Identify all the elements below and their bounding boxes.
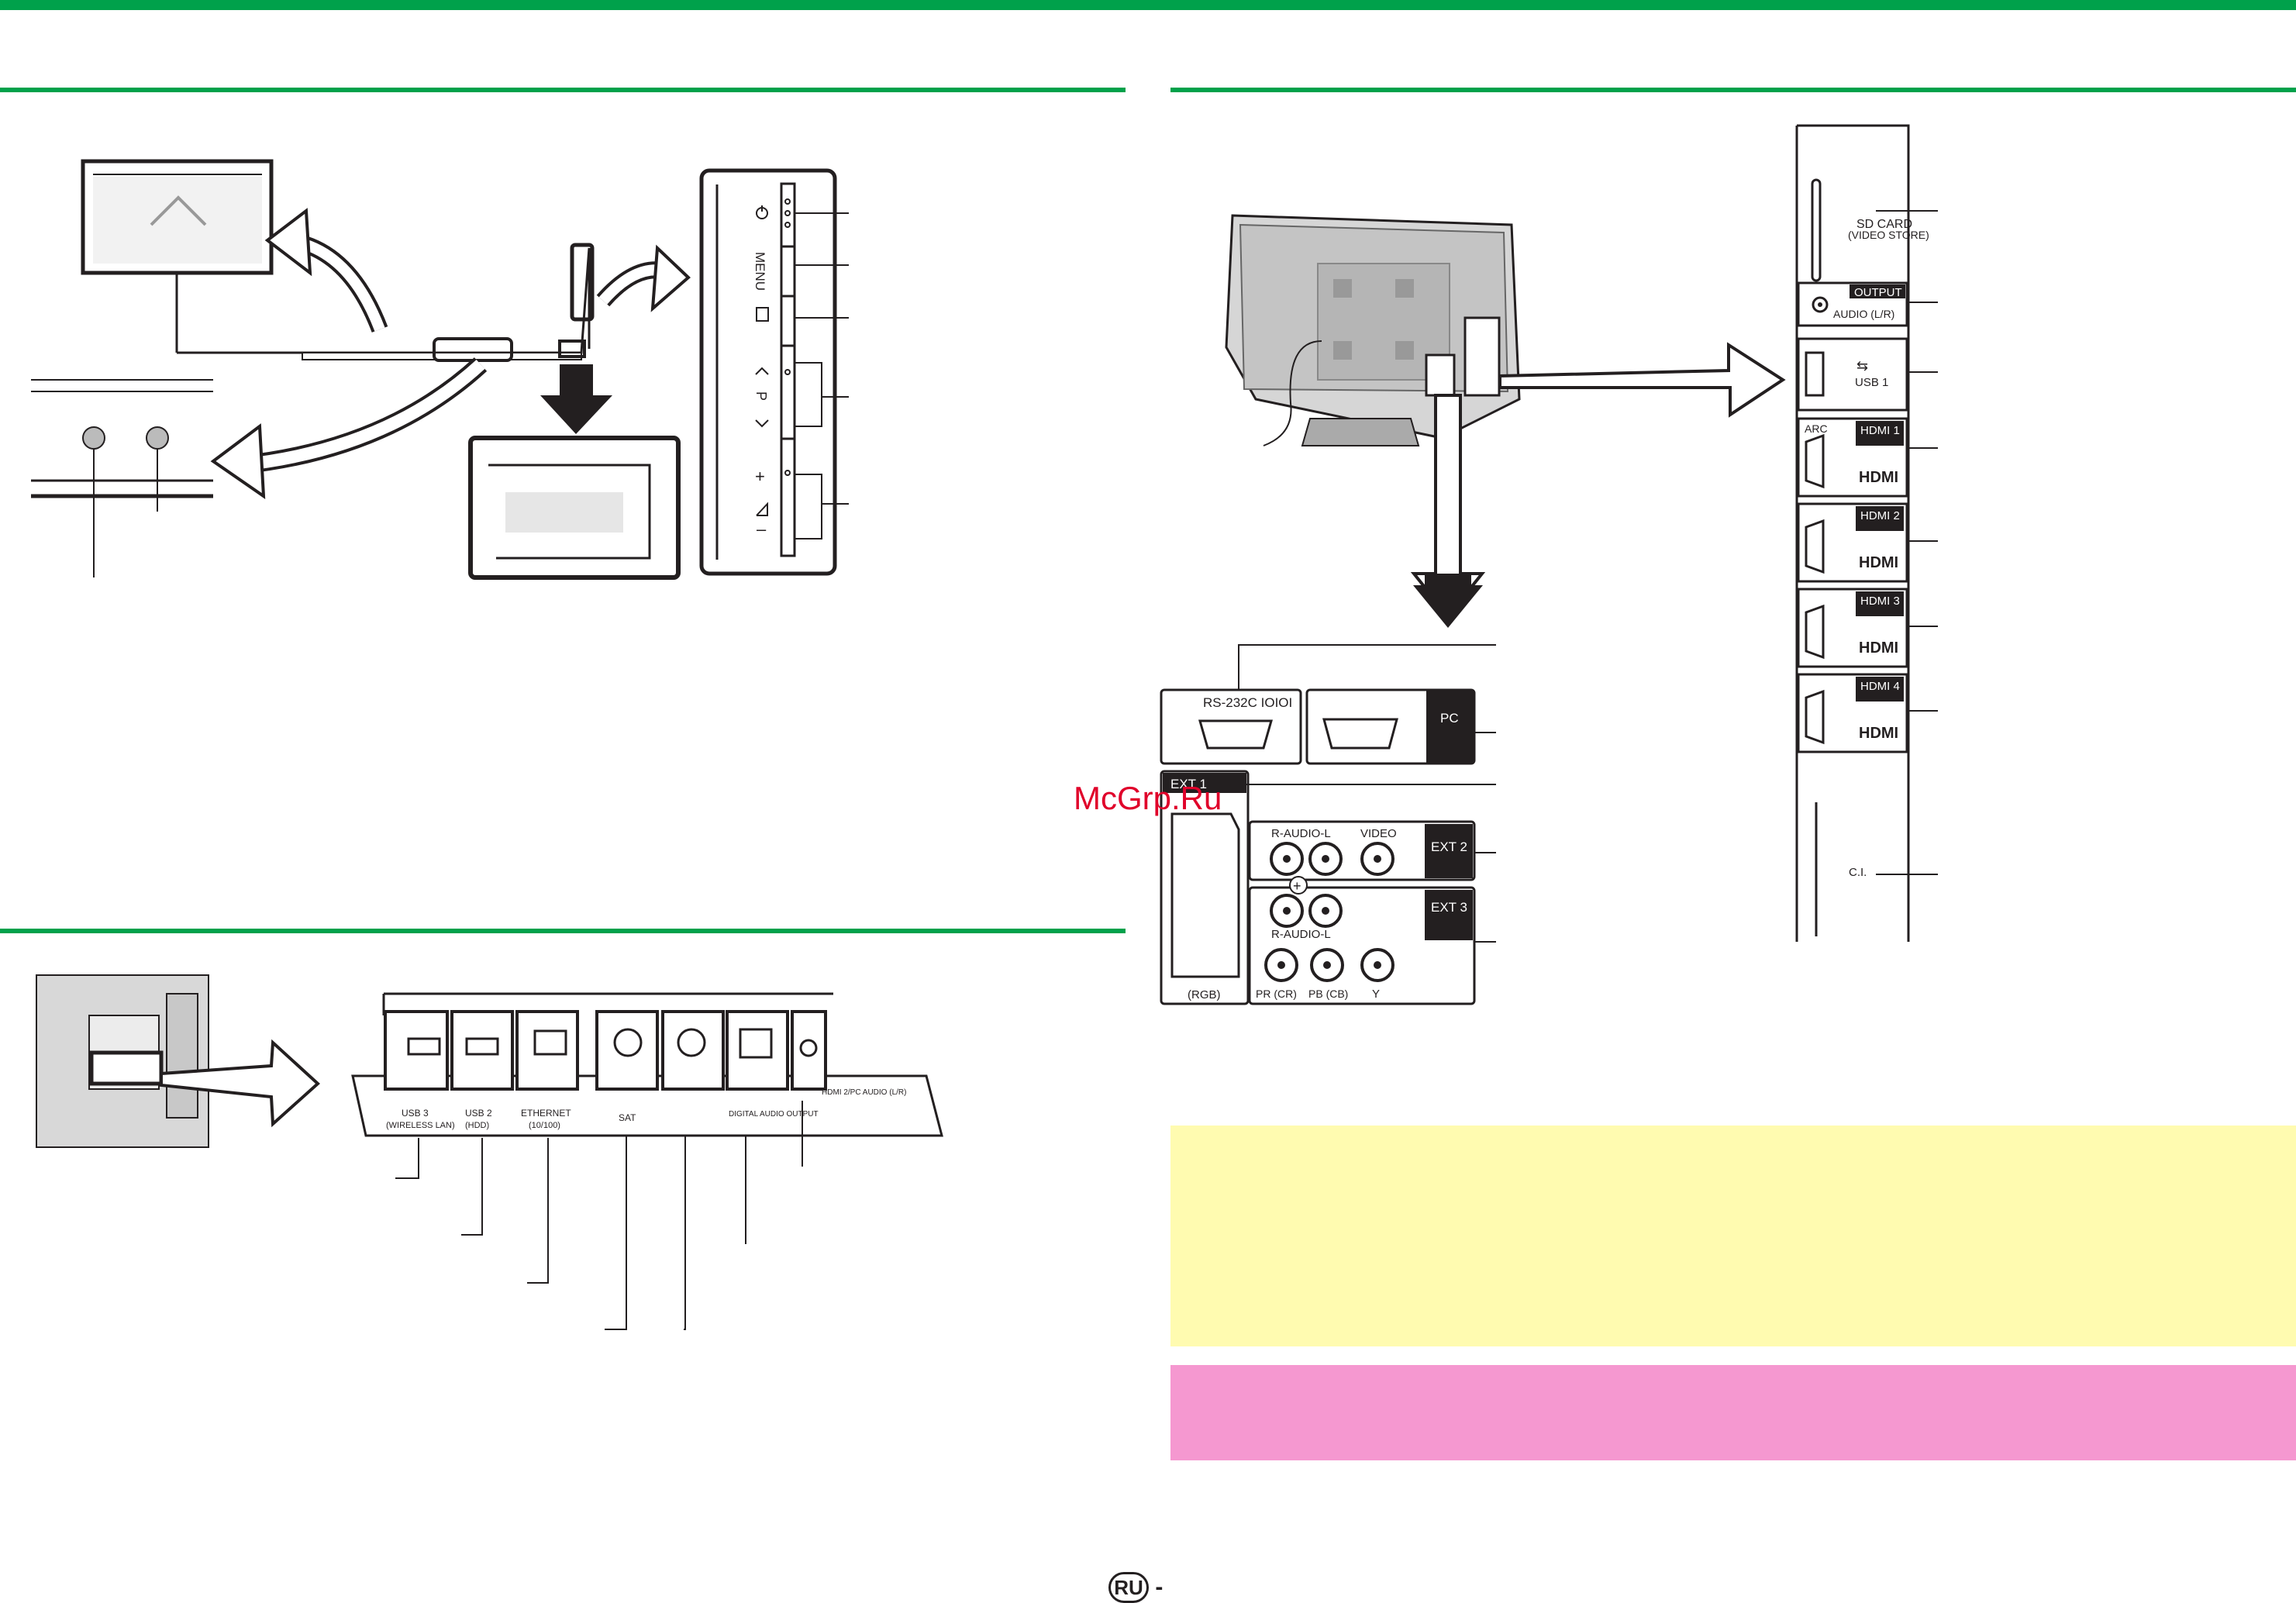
sd-card-label: SD CARD (1856, 218, 1912, 231)
audio-lr-label: AUDIO (L/R) (1833, 308, 1894, 320)
svg-text:+: + (1293, 878, 1301, 894)
digital-audio-output-label: DIGITAL AUDIO OUTPUT (729, 1110, 819, 1119)
section-rule-front (0, 88, 1126, 92)
note-box-yellow (1170, 1126, 2296, 1346)
page-footer: RU - (1108, 1572, 1163, 1603)
hdmi-badge-1: HDMI 1 (1860, 424, 1900, 437)
ext3-badge: EXT 3 (1431, 900, 1467, 915)
usb3-label: USB 3 (402, 1108, 429, 1119)
program-label: P (753, 391, 769, 401)
hdmi-logo: HDMI (1859, 469, 1898, 486)
ext1-badge: EXT 1 (1170, 777, 1207, 791)
y-label: Y (1372, 988, 1380, 1001)
bottom-connectors-diagram: USB 3 (WIRELESS LAN) USB 2 (HDD) ETHERNE… (36, 974, 943, 1330)
usb1-label: USB 1 (1855, 376, 1888, 389)
hdmi-badge-3: HDMI 3 (1860, 595, 1900, 608)
hdd-label: (HDD) (465, 1121, 489, 1130)
section-rule-rear (1170, 88, 2296, 92)
front-controls-diagram: MENU P + – (31, 159, 849, 580)
hdmi-logo: HDMI (1859, 725, 1898, 742)
wireless-lan-label: (WIRELESS LAN) (386, 1121, 455, 1130)
rs232c-label: RS-232C IOIOI (1203, 695, 1292, 710)
svg-text:+: + (755, 467, 765, 486)
hdmi2-pc-audio-label: HDMI 2/PC AUDIO (L/R) (822, 1088, 906, 1097)
pr-label: PR (CR) (1256, 988, 1297, 1000)
video-label: VIDEO (1360, 827, 1397, 840)
watermark: McGrp.Ru (1074, 780, 1222, 816)
video-store-label: (VIDEO STORE) (1848, 229, 1929, 241)
menu-button-label: MENU (753, 252, 767, 291)
pc-badge: PC (1440, 711, 1459, 726)
r-audio-l-bottom: R-AUDIO-L (1271, 928, 1331, 941)
rgb-label: (RGB) (1188, 988, 1221, 1001)
section-rule-bottom (0, 929, 1126, 933)
hdmi-badge-4: HDMI 4 (1860, 680, 1900, 693)
note-box-pink (1170, 1365, 2296, 1460)
top-accent-bar (0, 0, 2296, 10)
arc-label: ARC (1805, 422, 1828, 435)
hdmi-logo: HDMI (1859, 554, 1898, 571)
ethernet-label: ETHERNET (521, 1108, 571, 1119)
pb-label: PB (CB) (1308, 988, 1348, 1000)
page-dash: - (1155, 1574, 1164, 1600)
output-badge: OUTPUT (1854, 286, 1902, 299)
hdmi-logo: HDMI (1859, 639, 1898, 657)
rear-panel-diagram: SD CARD (VIDEO STORE) OUTPUT AUDIO (L/R)… (1160, 124, 1938, 1005)
svg-text:⇆: ⇆ (1856, 358, 1868, 374)
sat-label: SAT (619, 1112, 636, 1123)
ci-label: C.I. (1849, 866, 1867, 879)
ext2-badge: EXT 2 (1431, 839, 1467, 854)
usb2-label: USB 2 (465, 1108, 492, 1119)
hdmi-badge-2: HDMI 2 (1860, 509, 1900, 522)
ethernet-speed-label: (10/100) (529, 1121, 560, 1130)
svg-text:–: – (757, 519, 767, 539)
language-badge: RU (1108, 1572, 1149, 1603)
r-audio-l-top: R-AUDIO-L (1271, 827, 1331, 840)
